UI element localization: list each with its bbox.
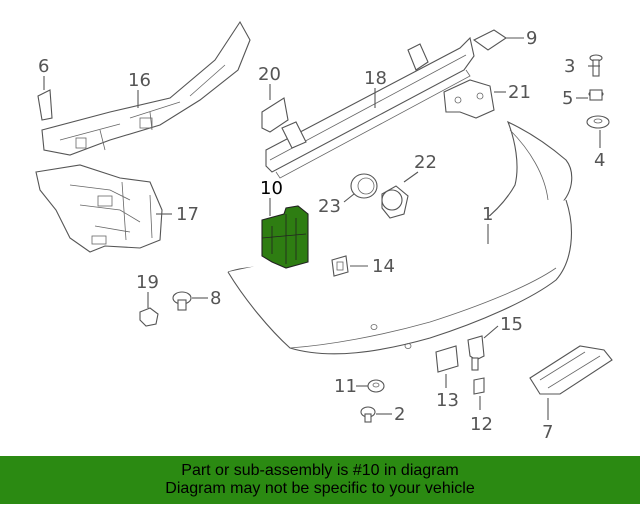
callout-4: 4 xyxy=(594,150,605,171)
callout-7: 7 xyxy=(542,422,553,443)
callout-13: 13 xyxy=(436,390,459,411)
callout-5: 5 xyxy=(562,88,573,109)
callout-22: 22 xyxy=(414,152,437,173)
screw-part-2[interactable] xyxy=(360,406,376,423)
upper-bracket-part-16[interactable] xyxy=(41,20,251,156)
callout-16: 16 xyxy=(128,70,151,91)
callout-6: 6 xyxy=(38,56,49,77)
callout-1: 1 xyxy=(482,204,493,225)
callout-23: 23 xyxy=(318,196,341,217)
callout-21: 21 xyxy=(508,82,531,103)
highlighted-part-10[interactable] xyxy=(261,205,309,269)
part-12[interactable] xyxy=(473,377,485,395)
callout-3: 3 xyxy=(564,56,575,77)
nut-part-19[interactable] xyxy=(139,307,159,327)
bracket-part-21[interactable] xyxy=(443,79,495,119)
banner-line-1: Part or sub-assembly is #10 in diagram xyxy=(181,462,459,479)
bumper-cover-part[interactable] xyxy=(227,120,573,355)
part-20[interactable] xyxy=(261,97,289,133)
callout-12: 12 xyxy=(470,414,493,435)
callout-20: 20 xyxy=(258,64,281,85)
callout-15: 15 xyxy=(500,314,523,335)
callout-9: 9 xyxy=(526,28,537,49)
banner-line-2: Diagram may not be specific to your vehi… xyxy=(165,480,475,497)
clip-part-8[interactable] xyxy=(172,291,192,311)
bumper-parts-diagram: 6 16 20 18 9 3 5 4 21 22 23 10 1 17 14 1… xyxy=(35,20,613,443)
clip-part-6[interactable] xyxy=(37,89,53,121)
callout-2: 2 xyxy=(394,404,405,425)
washer-part-4[interactable] xyxy=(586,115,610,129)
sensor-ring-part-23[interactable] xyxy=(350,173,378,199)
callout-labels: 6 16 20 18 9 3 5 4 21 22 23 10 1 17 14 1… xyxy=(38,28,605,443)
callout-14: 14 xyxy=(372,256,395,277)
side-bracket-part-17[interactable] xyxy=(35,164,163,253)
bolt-part-3[interactable] xyxy=(589,54,603,77)
callout-10: 10 xyxy=(260,178,283,199)
sensor-part-22[interactable] xyxy=(381,185,409,219)
callout-8: 8 xyxy=(210,288,221,309)
nut-part-5[interactable] xyxy=(588,89,604,101)
leader-lines xyxy=(43,37,601,420)
callout-19: 19 xyxy=(136,272,159,293)
label-part-13[interactable] xyxy=(435,345,459,373)
key-part-15[interactable] xyxy=(467,335,485,371)
callout-18: 18 xyxy=(364,68,387,89)
callout-11: 11 xyxy=(334,376,357,397)
info-banner: Part or sub-assembly is #10 in diagram D… xyxy=(0,456,640,504)
clip-part-11[interactable] xyxy=(367,379,385,393)
impact-bar-part-18[interactable] xyxy=(265,36,475,179)
callout-17: 17 xyxy=(176,204,199,225)
clip-part-14[interactable] xyxy=(331,255,349,277)
part-9[interactable] xyxy=(472,29,507,51)
trim-part-7[interactable] xyxy=(529,345,613,395)
